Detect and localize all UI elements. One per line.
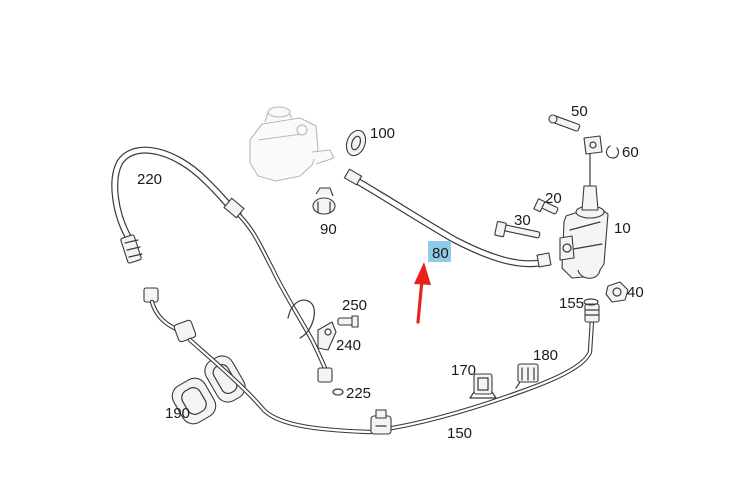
callout-80: 80: [432, 245, 449, 262]
part-30-bolt: [494, 220, 541, 239]
callout-60: 60: [622, 144, 639, 161]
part-220-hose: [111, 146, 242, 264]
callout-240: 240: [336, 337, 361, 354]
left-pipe-fitting: [143, 287, 197, 343]
red-arrow: [414, 262, 431, 324]
callout-250: 250: [342, 297, 367, 314]
callout-90: 90: [320, 221, 337, 238]
pipe-to-225: [223, 197, 333, 383]
highlight-box: [428, 241, 451, 262]
callout-10: 10: [614, 220, 631, 237]
part-10-cylinder: [559, 135, 609, 279]
callout-100: 100: [370, 125, 395, 142]
callout-170: 170: [451, 362, 476, 379]
part-225-washer: [332, 388, 344, 396]
part-100-grommet: [345, 129, 367, 157]
part-250-bolt: [337, 315, 359, 328]
fluid-reservoir: [249, 106, 335, 182]
callout-190: 190: [165, 405, 190, 422]
callout-220: 220: [137, 171, 162, 188]
part-180-clip: [515, 363, 539, 389]
callout-40: 40: [627, 284, 644, 301]
highlighted-callout-80: 80: [428, 241, 451, 262]
part-170-clip: [469, 373, 497, 399]
part-90-cap: [312, 187, 336, 215]
part-240-bracket: [287, 299, 337, 351]
callout-labels: 50 60 100 220 20 30 10 90 40 155 250 240…: [137, 103, 644, 442]
part-155-oring: [583, 298, 599, 306]
callout-225: 225: [346, 385, 371, 402]
callout-20: 20: [545, 190, 562, 207]
part-60-clip: [605, 145, 619, 159]
pipe-clip: [370, 409, 392, 435]
part-50-pin: [548, 114, 581, 132]
part-80-hose: [343, 168, 552, 268]
callout-30: 30: [514, 212, 531, 229]
part-20-bolt: [533, 198, 559, 215]
callout-180: 180: [533, 347, 558, 364]
callout-155: 155: [559, 295, 584, 312]
part-190-seal: [171, 355, 246, 425]
callout-150: 150: [447, 425, 472, 442]
part-40-nut: [605, 281, 629, 303]
callout-50: 50: [571, 103, 588, 120]
